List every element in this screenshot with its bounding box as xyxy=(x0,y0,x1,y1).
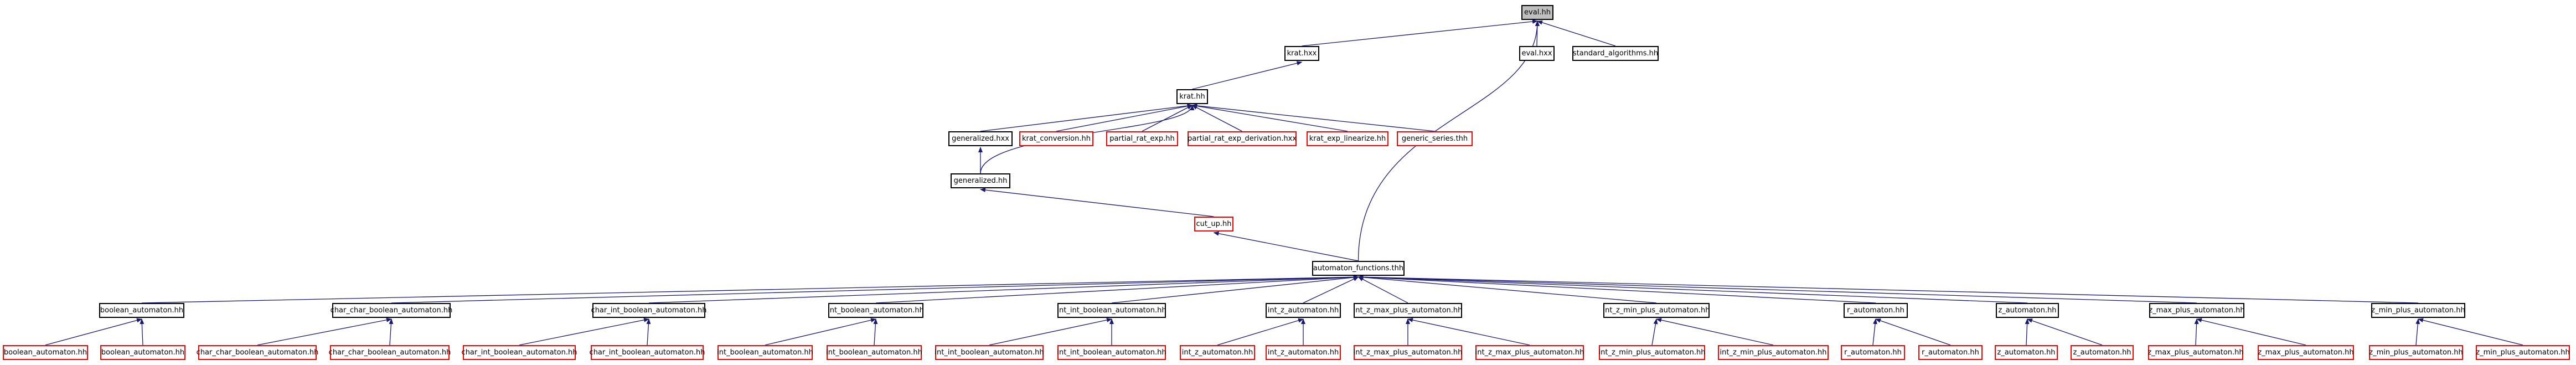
node-generalized-hxx[interactable]: generalized.hxx xyxy=(948,131,1013,146)
edge-izmin_2-to-int_z_min_plus_automaton_hh xyxy=(1656,318,1774,346)
edge-zmin_1-to-z_min_plus_automaton_hh xyxy=(2415,318,2420,346)
node-z-automaton-hh-leaf-1[interactable]: z_automaton.hh xyxy=(1995,345,2058,360)
node-int-z-max-plus-automaton-hh-leaf-2[interactable]: int_z_max_plus_automaton.hh xyxy=(1475,345,1584,360)
node-z-automaton-hh-leaf-2[interactable]: z_automaton.hh xyxy=(2071,345,2134,360)
node-int-z-max-plus-automaton-hh-leaf-1[interactable]: int_z_max_plus_automaton.hh xyxy=(1354,345,1462,360)
edge-z_automaton_hh-to-automaton_functions_thh xyxy=(1357,275,2028,304)
edge-cib_1-to-char_int_boolean_automaton_hh xyxy=(519,317,649,346)
edge-automaton_functions_thh-to-cut_up_hh xyxy=(1213,231,1359,261)
edge-partial_rat_exp_derivation_hxx-to-krat_hh xyxy=(1191,105,1242,132)
edge-z_1-to-z_automaton_hh xyxy=(2025,318,2030,346)
node-boolean-automaton-hh[interactable]: boolean_automaton.hh xyxy=(99,303,184,318)
node-char-int-boolean-automaton-hh-leaf-1[interactable]: char_int_boolean_automaton.hh xyxy=(462,345,577,360)
node-krat-exp-linearize-hh[interactable]: krat_exp_linearize.hh xyxy=(1307,131,1388,146)
edge-generic_series_thh-to-krat_hh xyxy=(1191,103,1435,132)
edge-partial_rat_exp_hh-to-krat_hh xyxy=(1142,105,1193,132)
node-boolean-automaton-hh-leaf-2[interactable]: boolean_automaton.hh xyxy=(100,345,185,360)
edge-r_automaton_hh-to-automaton_functions_thh xyxy=(1357,275,1876,304)
node-int-z-automaton-hh-leaf-1[interactable]: int_z_automaton.hh xyxy=(1180,345,1255,360)
edge-z_min_plus_automaton_hh-to-automaton_functions_thh xyxy=(1357,275,2419,304)
node-z-automaton-hh[interactable]: z_automaton.hh xyxy=(1996,303,2059,318)
node-generalized-hh[interactable]: generalized.hh xyxy=(951,173,1010,188)
node-int-boolean-automaton-hh-leaf-1[interactable]: int_boolean_automaton.hh xyxy=(717,345,813,360)
edge-zmax_1-to-z_max_plus_automaton_hh xyxy=(2194,318,2199,346)
edge-zmin_2-to-z_min_plus_automaton_hh xyxy=(2418,318,2523,346)
edge-cut_up_hh-to-generalized_hh xyxy=(980,188,1214,217)
node-z-min-plus-automaton-hh-leaf-2[interactable]: z_min_plus_automaton.hh xyxy=(2476,345,2570,360)
node-int-z-min-plus-automaton-hh-leaf-2[interactable]: int_z_min_plus_automaton.hh xyxy=(1718,345,1829,360)
node-int-z-min-plus-automaton-hh-leaf-1[interactable]: int_z_min_plus_automaton.hh xyxy=(1599,345,1705,360)
node-krat-hxx[interactable]: krat.hxx xyxy=(1284,46,1319,61)
edge-izmin_1-to-int_z_min_plus_automaton_hh xyxy=(1651,318,1658,346)
edge-iz_1-to-int_z_automaton_hh xyxy=(1217,318,1304,346)
edge-int_boolean_automaton_hh-to-automaton_functions_thh xyxy=(875,275,1359,304)
node-int-int-boolean-automaton-hh-leaf-1[interactable]: int_int_boolean_automaton.hh xyxy=(935,345,1044,360)
node-r-automaton-hh-leaf-1[interactable]: r_automaton.hh xyxy=(1841,345,1905,360)
node-r-automaton-hh-leaf-2[interactable]: r_automaton.hh xyxy=(1918,345,1983,360)
node-krat-hh[interactable]: krat.hh xyxy=(1176,89,1208,104)
node-int-int-boolean-automaton-hh-leaf-2[interactable]: int_int_boolean_automaton.hh xyxy=(1057,345,1166,360)
edge-boolean_automaton_hh-to-automaton_functions_thh xyxy=(141,275,1359,304)
node-boolean-automaton-hh-leaf-1[interactable]: boolean_automaton.hh xyxy=(3,345,88,360)
edge-r_2-to-r_automaton_hh xyxy=(1875,318,1951,346)
node-eval-hh[interactable]: eval.hh xyxy=(1521,5,1553,20)
node-partial-rat-exp-derivation-hxx[interactable]: partial_rat_exp_derivation.hxx xyxy=(1188,131,1297,146)
edge-ib_2-to-int_boolean_automaton_hh xyxy=(873,318,878,346)
node-eval-hxx[interactable]: eval.hxx xyxy=(1519,46,1555,61)
node-int-z-automaton-hh[interactable]: int_z_automaton.hh xyxy=(1266,303,1341,318)
edge-ccb_1-to-char_char_boolean_automaton_hh xyxy=(257,317,392,346)
edge-krat_hh-to-krat_hxx xyxy=(1192,61,1303,90)
edge-boolean_2-to-boolean_automaton_hh xyxy=(140,318,144,346)
node-z-max-plus-automaton-hh-leaf-1[interactable]: z_max_plus_automaton.hh xyxy=(2147,345,2244,360)
node-cut-up-hh[interactable]: cut_up.hh xyxy=(1194,217,1233,232)
edge-standard_algorithms_hh-to-eval_hh xyxy=(1537,20,1616,47)
edge-int_z_automaton_hh-to-automaton_functions_thh xyxy=(1303,276,1359,304)
node-r-automaton-hh[interactable]: r_automaton.hh xyxy=(1844,303,1908,318)
node-char-char-boolean-automaton-hh-leaf-2[interactable]: char_char_boolean_automaton.hh xyxy=(329,345,451,360)
node-z-max-plus-automaton-hh[interactable]: z_max_plus_automaton.hh xyxy=(2149,303,2245,318)
node-generic-series-thh[interactable]: generic_series.thh xyxy=(1397,131,1473,146)
edge-krat_conversion_hh-to-krat_hh xyxy=(1056,104,1193,132)
node-standard-algorithms-hh[interactable]: standard_algorithms.hh xyxy=(1572,46,1659,61)
edge-krat_hxx-to-eval_hh xyxy=(1302,19,1538,47)
edge-krat_exp_linearize_hh-to-krat_hh xyxy=(1191,104,1348,132)
node-int-z-max-plus-automaton-hh[interactable]: int_z_max_plus_automaton.hh xyxy=(1354,303,1462,318)
edge-int_z_min_plus_automaton_hh-to-automaton_functions_thh xyxy=(1357,275,1657,304)
edge-cib_2-to-char_int_boolean_automaton_hh xyxy=(646,318,651,346)
edge-izmax_2-to-int_z_max_plus_automaton_hh xyxy=(1407,317,1530,346)
node-z-min-plus-automaton-hh[interactable]: z_min_plus_automaton.hh xyxy=(2371,303,2465,318)
edge-boolean_1-to-boolean_automaton_hh xyxy=(45,318,142,346)
edge-int_int_boolean_automaton_hh-to-automaton_functions_thh xyxy=(1111,275,1359,304)
edge-z_max_plus_automaton_hh-to-automaton_functions_thh xyxy=(1357,275,2197,304)
edge-ib_1-to-int_boolean_automaton_hh xyxy=(765,318,876,346)
node-int-boolean-automaton-hh[interactable]: int_boolean_automaton.hh xyxy=(828,303,924,318)
node-krat-conversion-hh[interactable]: krat_conversion.hh xyxy=(1019,131,1093,146)
node-char-int-boolean-automaton-hh-leaf-2[interactable]: char_int_boolean_automaton.hh xyxy=(590,345,705,360)
node-int-z-min-plus-automaton-hh[interactable]: int_z_min_plus_automaton.hh xyxy=(1603,303,1710,318)
edge-char_int_boolean_automaton_hh-to-automaton_functions_thh xyxy=(648,275,1359,304)
edge-char_char_boolean_automaton_hh-to-automaton_functions_thh xyxy=(391,275,1359,304)
node-int-z-automaton-hh-leaf-2[interactable]: int_z_automaton.hh xyxy=(1266,345,1341,360)
edge-int_z_max_plus_automaton_hh-to-automaton_functions_thh xyxy=(1357,276,1408,304)
edge-iib_1-to-int_int_boolean_automaton_hh xyxy=(989,317,1112,346)
node-z-min-plus-automaton-hh-leaf-1[interactable]: z_min_plus_automaton.hh xyxy=(2369,345,2463,360)
edge-zmax_2-to-z_max_plus_automaton_hh xyxy=(2196,318,2306,346)
edge-generalized_hxx-to-krat_hh xyxy=(980,104,1193,132)
edge-z_2-to-z_automaton_hh xyxy=(2027,318,2103,346)
node-char-int-boolean-automaton-hh[interactable]: char_int_boolean_automaton.hh xyxy=(591,303,706,318)
node-char-char-boolean-automaton-hh-leaf-1[interactable]: char_char_boolean_automaton.hh xyxy=(197,345,318,360)
node-char-char-boolean-automaton-hh[interactable]: char_char_boolean_automaton.hh xyxy=(331,303,452,318)
edge-ccb_2-to-char_char_boolean_automaton_hh xyxy=(389,318,394,346)
node-int-int-boolean-automaton-hh[interactable]: int_int_boolean_automaton.hh xyxy=(1057,303,1166,318)
node-z-max-plus-automaton-hh-leaf-2[interactable]: z_max_plus_automaton.hh xyxy=(2258,345,2354,360)
edge-r_1-to-r_automaton_hh xyxy=(1872,318,1878,346)
node-partial-rat-exp-hh[interactable]: partial_rat_exp.hh xyxy=(1106,131,1178,146)
node-int-boolean-automaton-hh-leaf-2[interactable]: int_boolean_automaton.hh xyxy=(826,345,922,360)
node-automaton-functions-thh[interactable]: automaton_functions.thh xyxy=(1312,261,1405,276)
